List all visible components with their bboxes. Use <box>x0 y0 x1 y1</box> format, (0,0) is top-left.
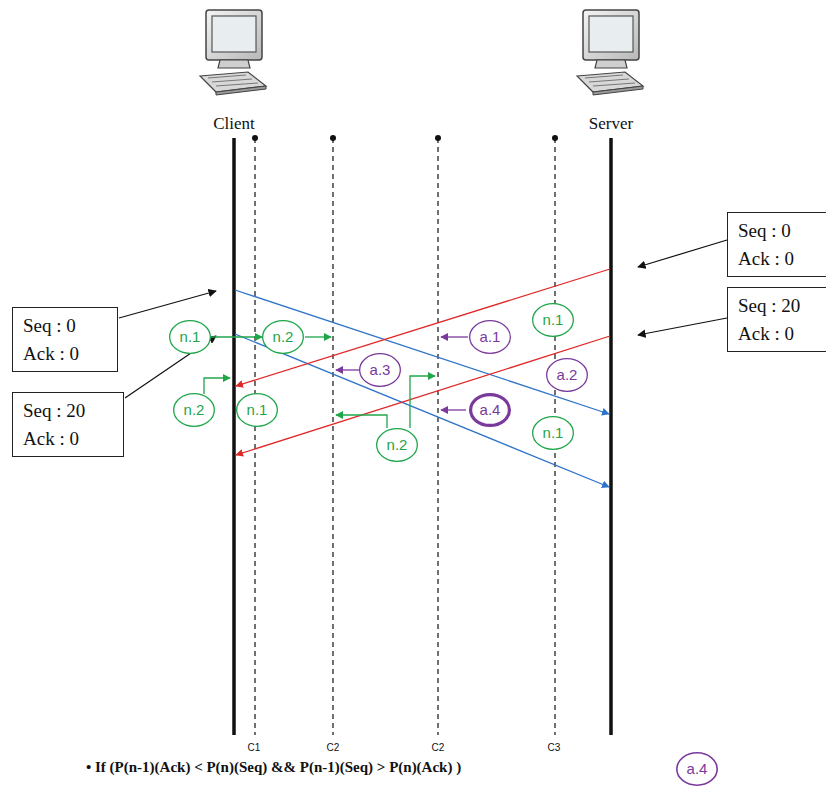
callout-marker: n.2 <box>376 428 418 462</box>
observer-label: C2 <box>432 742 445 753</box>
callout-marker: n.1 <box>169 320 211 354</box>
seq-ack-text: Seq : 0 <box>23 312 107 340</box>
seq-ack-text: Seq : 0 <box>738 217 824 245</box>
observer-dots <box>252 135 558 141</box>
callout-outline <box>677 753 717 785</box>
client-lifeline <box>232 138 236 735</box>
seq-ack-text: Seq : 20 <box>23 397 113 425</box>
seq-ack-text: Seq : 20 <box>738 292 824 320</box>
callout-marker: n.1 <box>532 303 574 337</box>
server-lifeline <box>609 138 613 735</box>
callout-number: a.3 <box>359 353 401 387</box>
packet-arrows <box>235 269 610 487</box>
seq-ack-box: Seq : 20Ack : 0 <box>727 287 826 352</box>
callout-number: n.1 <box>532 303 574 337</box>
callout-outline <box>377 429 418 462</box>
computer-icon <box>200 10 266 95</box>
seq-ack-box: Seq : 0Ack : 0 <box>727 212 826 277</box>
seq-ack-text: Ack : 0 <box>23 425 113 453</box>
seq-ack-box: Seq : 20Ack : 0 <box>12 392 124 457</box>
condition-note: • If (P(n-1)(Ack) < P(n)(Seq) && P(n-1)(… <box>86 759 461 776</box>
callout-number: n.1 <box>236 393 278 427</box>
callout-outline <box>360 354 401 387</box>
callout-arrow <box>211 336 262 337</box>
callout-marker: a.3 <box>359 353 401 387</box>
observer-label: C3 <box>548 742 561 753</box>
callout-number: n.1 <box>532 416 574 450</box>
callout-outline <box>533 417 574 450</box>
callout-number: a.4 <box>676 752 718 786</box>
callout-outline <box>470 321 511 354</box>
callout-marker: a.4 <box>469 393 511 427</box>
observer-label: C1 <box>248 742 261 753</box>
callout-outline <box>237 394 278 427</box>
pointer-arrows <box>119 240 727 398</box>
observer-label: C2 <box>327 742 340 753</box>
host-label: Client <box>213 114 255 134</box>
computer-icon <box>577 10 643 95</box>
seq-ack-text: Ack : 0 <box>738 320 824 348</box>
callout-marker: a.1 <box>469 320 511 354</box>
callout-outline <box>174 394 215 427</box>
callout-leaders <box>204 337 435 428</box>
seq-ack-box: Seq : 0Ack : 0 <box>12 307 118 372</box>
callout-number: a.1 <box>469 320 511 354</box>
callout-number: a.2 <box>546 358 588 392</box>
callout-marker: n.1 <box>236 393 278 427</box>
callout-outline <box>533 304 574 337</box>
callout-leaders <box>336 337 468 410</box>
callout-outline <box>263 321 304 354</box>
callout-number: n.2 <box>173 393 215 427</box>
callout-number: n.2 <box>262 320 304 354</box>
callout-marker: n.2 <box>173 393 215 427</box>
callout-marker: a.2 <box>546 358 588 392</box>
callout-marker: n.1 <box>532 416 574 450</box>
callout-outline <box>170 321 211 354</box>
callout-marker: a.4 <box>676 752 718 786</box>
seq-ack-text: Ack : 0 <box>738 245 824 273</box>
callout-number: a.4 <box>469 393 511 427</box>
callout-number: n.2 <box>376 428 418 462</box>
callout-marker: n.2 <box>262 320 304 354</box>
observer-lines <box>255 138 555 735</box>
seq-ack-text: Ack : 0 <box>23 340 107 368</box>
host-label: Server <box>589 114 633 134</box>
callout-outline <box>547 359 588 392</box>
callout-number: n.1 <box>169 320 211 354</box>
